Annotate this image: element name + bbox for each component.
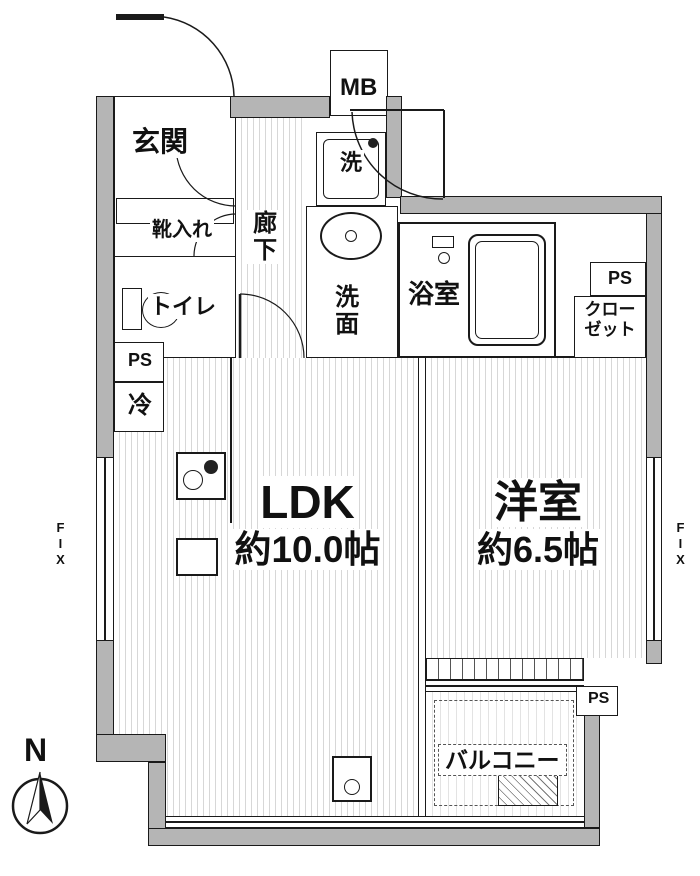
- ldk-size-label: 約10.0帖: [232, 528, 383, 570]
- toilet-label: トイレ: [148, 294, 219, 320]
- fix-window-left: [96, 458, 114, 640]
- ldk-door-arc: [239, 293, 305, 359]
- entrance-inner-door-arc: [175, 147, 237, 207]
- stove-burner-icon: [183, 470, 203, 490]
- ldk-south-window: [166, 816, 584, 828]
- wall-bottomleft-horizontal: [96, 734, 166, 762]
- kitchen-sink: [176, 538, 218, 576]
- wall-top-center: [230, 96, 330, 118]
- bath-drain-icon: [438, 252, 450, 264]
- corridor-label: 廊下: [246, 210, 278, 264]
- fridge-box: [114, 382, 164, 432]
- western-room-name-label: 洋室: [492, 478, 584, 527]
- fix-window-right-label: FIX: [672, 518, 688, 570]
- ldk-name-label: LDK: [258, 476, 357, 528]
- entrance-label: 玄関: [130, 126, 191, 159]
- laundry-tap-icon: [368, 138, 378, 148]
- stove-burner-icon: [204, 460, 218, 474]
- meter-box-label: MB: [338, 74, 380, 102]
- bath-faucet-icon: [432, 236, 454, 248]
- compass-needle-dark: [40, 772, 53, 824]
- pipe-space-topright-label: PS: [606, 268, 635, 289]
- bathtub: [468, 234, 546, 346]
- water-heater-dial-icon: [344, 779, 360, 795]
- wall-top-right: [400, 196, 662, 214]
- western-window-sill: [426, 658, 584, 680]
- compass-needle-light: [26, 771, 41, 825]
- western-room-label-block: 洋室 約6.5帖: [438, 478, 638, 570]
- balcony-label: バルコニー: [438, 744, 567, 777]
- fridge-label: 冷: [126, 392, 154, 420]
- shoe-cabinet-label: 靴入れ: [150, 219, 214, 242]
- closet-label: クローゼット: [582, 300, 638, 340]
- balcony-window: [426, 680, 584, 692]
- bathroom-label: 浴室: [406, 279, 463, 310]
- wall-right-lower: [646, 640, 662, 664]
- wall-left-upper: [96, 96, 114, 458]
- outer-door-arc: [351, 111, 444, 200]
- pipe-space-left-box: [114, 342, 164, 382]
- stove: [176, 452, 226, 500]
- fix-window-left-label: FIX: [52, 518, 68, 570]
- wall-bottom: [148, 828, 600, 846]
- water-heater: [332, 756, 372, 802]
- fix-window-right: [646, 458, 662, 640]
- pipe-space-left-label: PS: [126, 350, 155, 371]
- compass-north-label: N: [24, 732, 48, 768]
- washbasin: [320, 212, 382, 260]
- exterior-patch: [96, 762, 148, 846]
- wall-segment: [556, 356, 574, 358]
- room-divider-wall: [418, 358, 426, 828]
- wall-mb-right: [386, 96, 402, 198]
- ldk-label-block: LDK 約10.0帖: [200, 476, 415, 571]
- western-room-size-label: 約6.5帖: [474, 528, 602, 570]
- pipe-space-bottom-box: [576, 686, 618, 716]
- pipe-space-bottom-label: PS: [588, 690, 610, 707]
- laundry-label: 洗: [338, 150, 365, 176]
- entrance-door-arc: [163, 16, 235, 97]
- kitchen-counter-line: [230, 358, 232, 523]
- toilet-tank: [122, 288, 142, 330]
- washroom-label: 洗面: [328, 284, 360, 338]
